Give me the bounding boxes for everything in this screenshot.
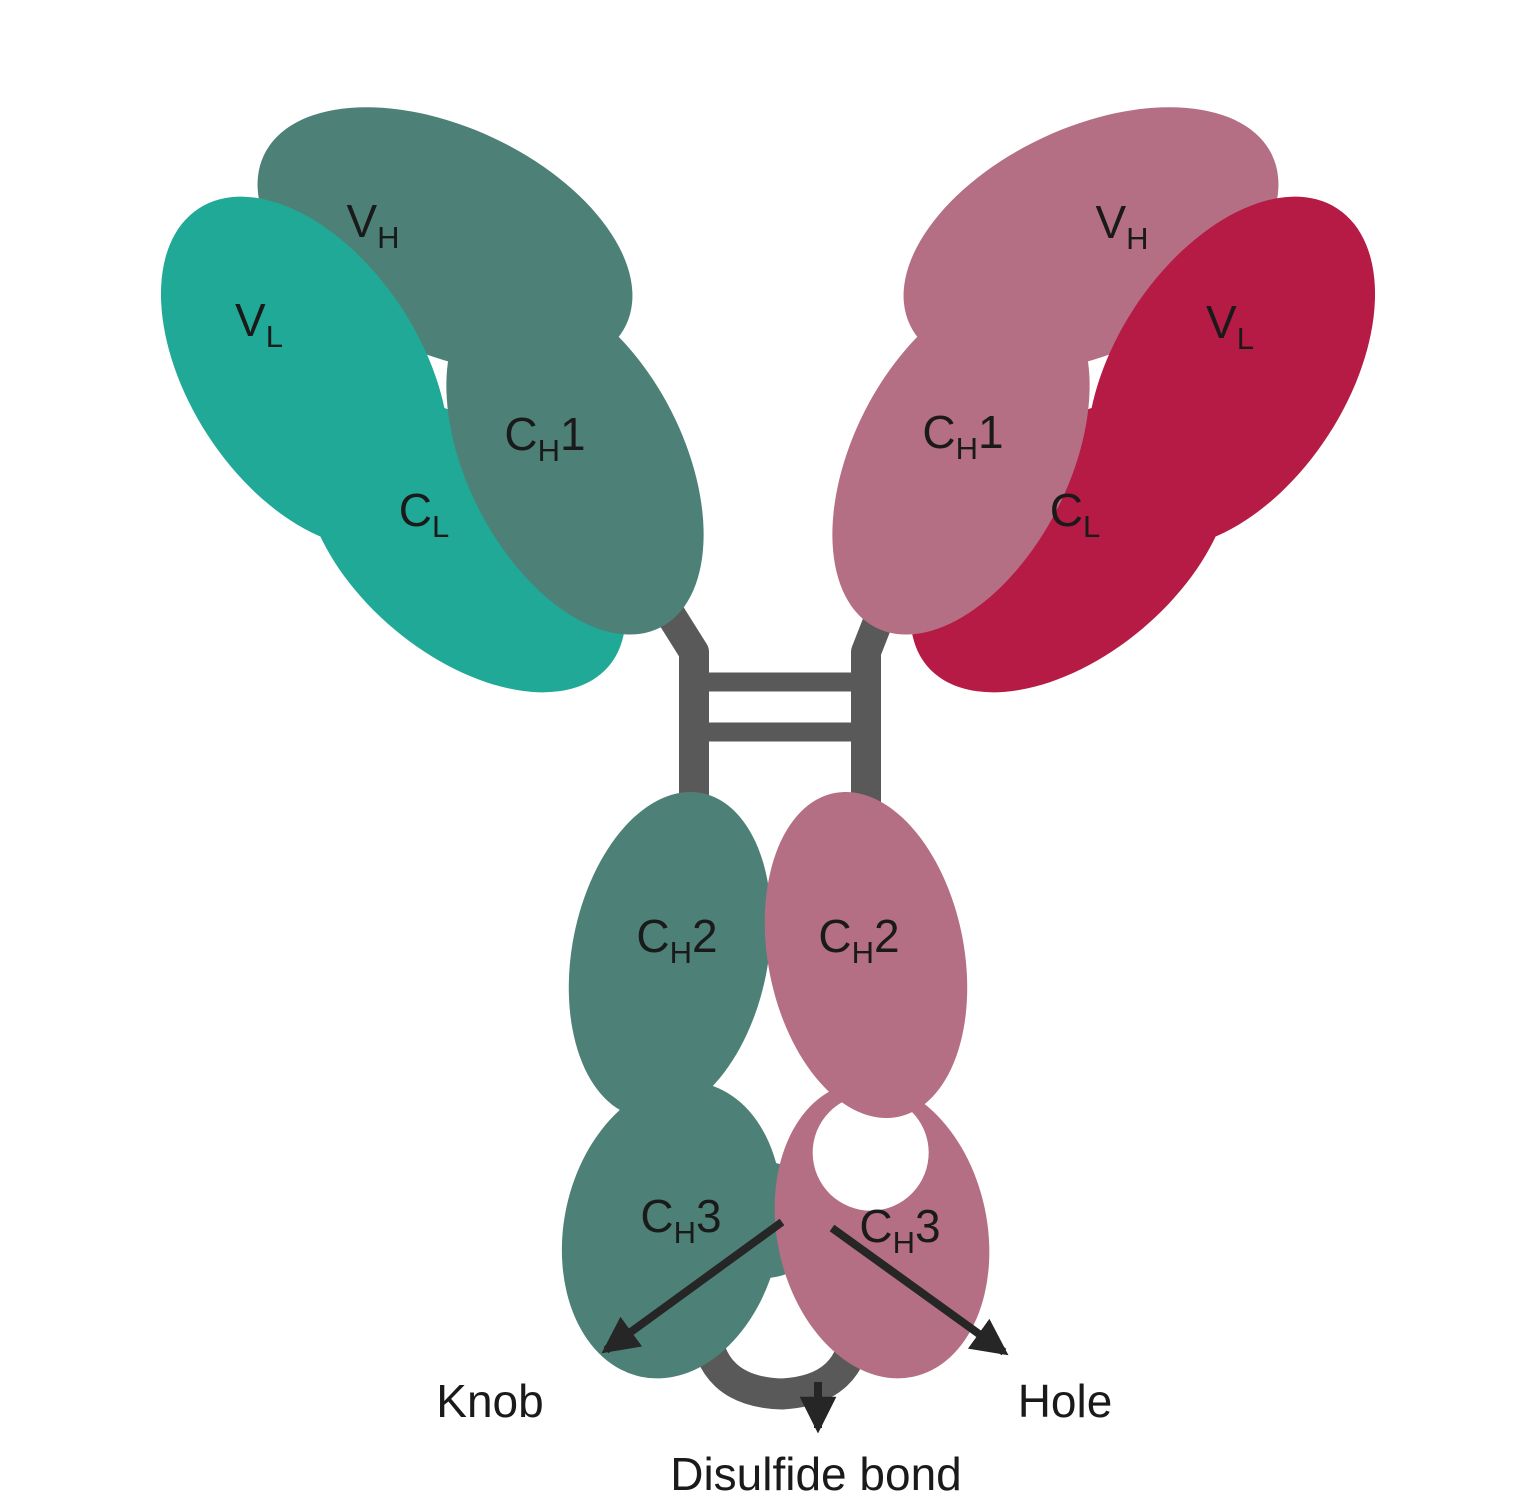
left-ch1-label: CH1 [504,408,585,468]
left-ch1-domain [446,285,704,635]
right-cl-label: CL [1050,484,1100,544]
disulfide-bond-label: Disulfide bond [670,1448,962,1500]
left-ch3-label: CH3 [640,1190,721,1250]
hole-arrow [829,1224,1009,1356]
right-vl-label: VL [1206,296,1254,356]
left-vh-label: VH [346,195,399,255]
domain-labels: VH VL CL CH1 VH VL CH1 CL CH2 CH2 CH3 CH… [235,195,1254,1260]
knob-arrow [601,1218,785,1354]
right-vh-label: VH [1095,196,1148,256]
left-ch2-domain [568,791,772,1119]
annotation-arrows [601,1218,1009,1434]
right-fab-arm [832,107,1376,693]
right-ch3-label: CH3 [859,1200,940,1260]
right-ch1-label: CH1 [922,406,1003,466]
annotation-labels: Knob Hole Disulfide bond [436,1375,1112,1500]
left-ch3-body [561,1081,783,1379]
right-ch2-label: CH2 [818,910,899,970]
right-ch1-domain [832,285,1090,635]
knob-label: Knob [436,1375,543,1427]
left-ch2-label: CH2 [636,910,717,970]
left-fab-arm [160,107,704,693]
hole-label: Hole [1018,1375,1113,1427]
left-cl-label: CL [399,484,449,544]
right-ch2-domain [764,791,968,1119]
left-vl-label: VL [235,294,283,354]
